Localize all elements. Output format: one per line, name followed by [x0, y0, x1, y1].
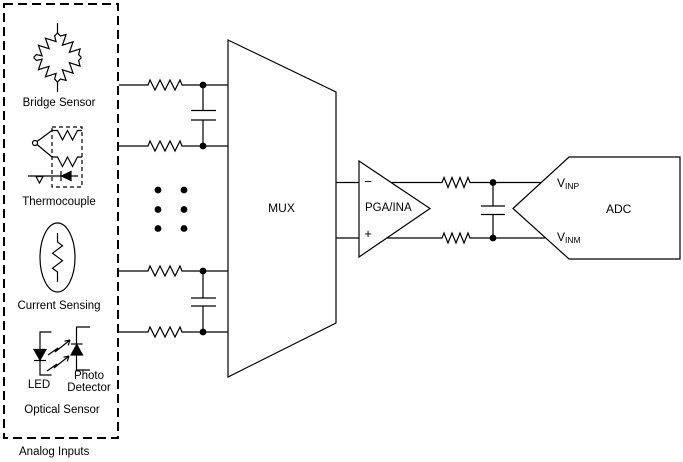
- optical-sensor-label: Optical Sensor: [24, 404, 100, 416]
- more-channels-dots: [154, 186, 188, 232]
- mux-block: [227, 39, 337, 378]
- adc-label: ADC: [606, 202, 632, 216]
- pga-positive-input-label: +: [364, 226, 372, 241]
- photo-detector-label-line2: Detector: [67, 381, 111, 394]
- adc-block: [512, 156, 681, 260]
- pga-label: PGA/INA: [365, 202, 412, 214]
- pga-negative-input-label: −: [364, 174, 372, 189]
- bridge-sensor-label: Bridge Sensor: [22, 97, 96, 109]
- bridge-sensor-icon: [33, 23, 82, 92]
- led-label: LED: [27, 379, 51, 391]
- analog-inputs-box: [3, 3, 119, 439]
- current-sensing-icon: [39, 222, 76, 293]
- adc-vinm-main: V: [557, 230, 566, 244]
- pga-block: [358, 159, 432, 259]
- adc-vinm-label: VINM: [557, 230, 581, 245]
- thermocouple-label: Thermocouple: [22, 196, 96, 208]
- led-icon: [32, 331, 52, 376]
- photo-detector-label: Photo Detector: [59, 370, 119, 394]
- current-sensing-label: Current Sensing: [17, 300, 101, 312]
- adc-vinp-label: VINP: [557, 176, 580, 191]
- mux-label: MUX: [268, 201, 295, 215]
- input-rc-filters: [119, 78, 228, 339]
- photo-detector-icon: [69, 326, 90, 371]
- junction-dots: [199, 81, 497, 336]
- adc-vinp-main: V: [557, 176, 566, 190]
- light-arrows-icon: [46, 339, 71, 372]
- adc-vinm-sub: INM: [565, 235, 581, 245]
- thermocouple-icon: [28, 126, 83, 188]
- mux-to-pga-wires: [336, 181, 359, 239]
- output-rc-filter: [387, 175, 545, 245]
- photo-detector-label-line1: Photo: [73, 370, 105, 382]
- adc-vinp-sub: INP: [565, 181, 580, 191]
- analog-inputs-caption: Analog Inputs: [19, 446, 90, 458]
